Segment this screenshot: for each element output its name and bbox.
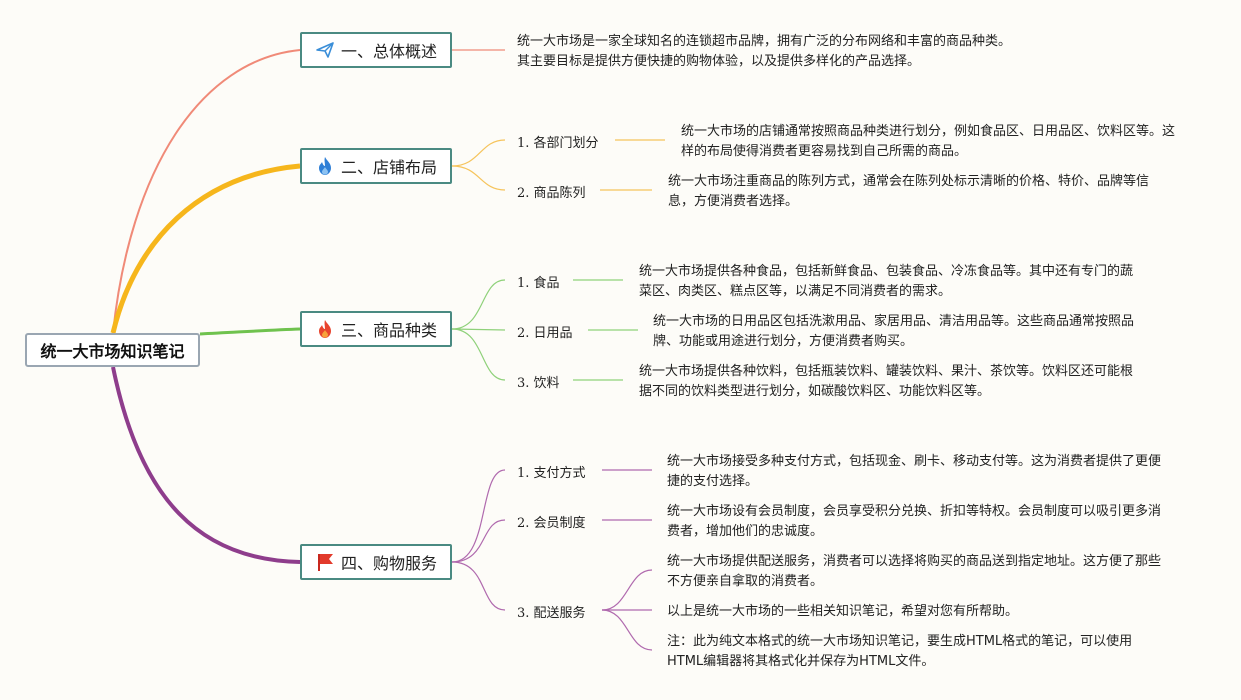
red-flag-icon — [315, 552, 335, 572]
note-delivery: 统一大市场提供配送服务，消费者可以选择将购买的商品送到指定地址。这方便了那些不方… — [667, 554, 1162, 589]
sub-departments[interactable]: 1. 各部门划分 — [517, 136, 599, 151]
note-closing: 以上是统一大市场的一些相关知识笔记，希望对您有所帮助。 — [667, 604, 1019, 619]
note-payment: 统一大市场接受多种支付方式，包括现金、刷卡、移动支付等。这为消费者提供了更便捷的… — [667, 454, 1162, 489]
sub-membership[interactable]: 2. 会员制度 — [517, 516, 586, 531]
sub-food[interactable]: 1. 食品 — [517, 276, 560, 291]
paper-plane-icon — [315, 40, 335, 60]
note-overview: 统一大市场是一家全球知名的连锁超市品牌，拥有广泛的分布网络和丰富的商品种类。其主… — [517, 34, 1012, 69]
note-daily-goods: 统一大市场的日用品区包括洗漱用品、家居用品、清洁用品等。这些商品通常按照品牌、功… — [653, 314, 1135, 349]
link-branch-3-sub-3 — [451, 328, 506, 381]
branch-label: 一、总体概述 — [340, 42, 437, 61]
link-root-branch-3 — [199, 327, 301, 336]
link-root-branch-2 — [110, 163, 301, 334]
link-root-branch-1 — [112, 49, 301, 334]
note-remark: 注：此为纯文本格式的统一大市场知识笔记，要生成HTML格式的笔记，可以使用HTM… — [667, 634, 1133, 669]
branch-label: 三、商品种类 — [340, 321, 437, 340]
link-branch-4-sub-3 — [451, 561, 506, 611]
note-food: 统一大市场提供各种食品，包括新鲜食品、包装食品、冷冻食品等。其中还有专门的蔬菜区… — [639, 264, 1134, 299]
branch-shopping-services[interactable]: 四、购物服务 — [300, 544, 452, 580]
note-beverages: 统一大市场提供各种饮料，包括瓶装饮料、罐装饮料、果汁、茶饮等。饮料区还可能根据不… — [639, 364, 1134, 399]
flame-icon — [315, 156, 335, 176]
link-sub-4-3-note-c — [601, 609, 653, 651]
link-branch-2-sub-1 — [451, 139, 506, 167]
note-departments: 统一大市场的店铺通常按照商品种类进行划分，例如食品区、日用品区、饮料区等。这样的… — [681, 124, 1176, 159]
link-sub-4-3-note-a — [601, 569, 653, 611]
link-branch-2-sub-2 — [451, 165, 506, 191]
link-branch-4-sub-1 — [451, 469, 506, 563]
link-branch-3-sub-1 — [451, 279, 506, 330]
sub-payment[interactable]: 1. 支付方式 — [517, 466, 586, 481]
branch-overview[interactable]: 一、总体概述 — [300, 32, 452, 68]
link-branch-3-sub-2 — [451, 328, 506, 331]
sub-beverages[interactable]: 3. 饮料 — [517, 376, 560, 391]
link-branch-4-sub-2 — [451, 519, 506, 563]
sub-daily-goods[interactable]: 2. 日用品 — [517, 326, 573, 341]
note-display: 统一大市场注重商品的陈列方式，通常会在陈列处标示清晰的价格、特价、品牌等信息，方… — [668, 174, 1150, 209]
link-root-branch-4 — [111, 366, 301, 564]
note-membership: 统一大市场设有会员制度，会员享受积分兑换、折扣等特权。会员制度可以吸引更多消费者… — [667, 504, 1162, 539]
sub-display[interactable]: 2. 商品陈列 — [517, 186, 586, 201]
branch-store-layout[interactable]: 二、店铺布局 — [300, 148, 452, 184]
sub-delivery[interactable]: 3. 配送服务 — [517, 606, 586, 621]
branch-product-types[interactable]: 三、商品种类 — [300, 311, 452, 347]
branch-label: 四、购物服务 — [340, 554, 437, 573]
branch-label: 二、店铺布局 — [340, 158, 437, 177]
root-label: 统一大市场知识笔记 — [40, 342, 185, 361]
fire-icon — [315, 319, 335, 339]
root-node[interactable]: 统一大市场知识笔记 — [25, 333, 200, 367]
